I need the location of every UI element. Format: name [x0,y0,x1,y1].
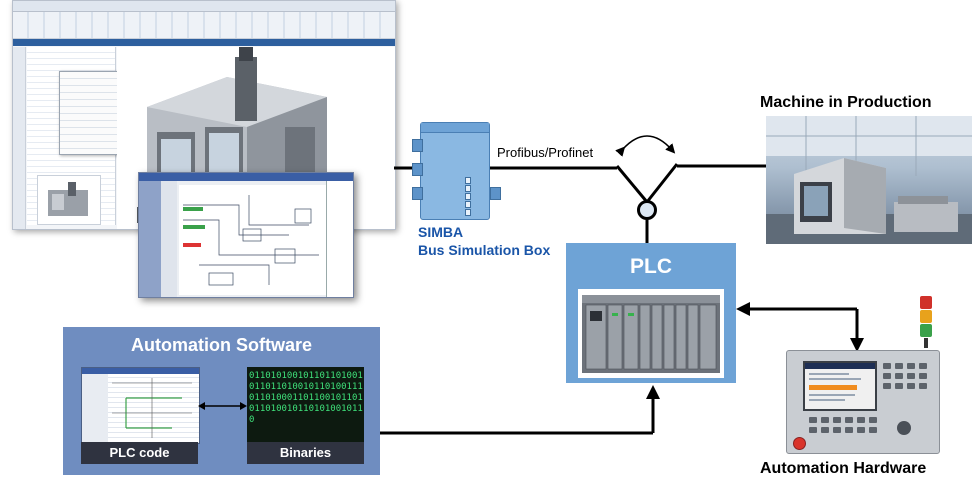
tower-pole [924,338,928,348]
green-lamp [920,324,932,337]
screen-row [809,378,861,380]
simba-box [412,122,501,220]
screen-highlight [809,385,857,390]
panel-key [821,427,829,433]
nx-context-menu [59,71,123,155]
simba-subtitle: Bus Simulation Box [418,242,551,258]
schematic-properties [326,181,353,297]
machine-thumbnail-icon [48,182,88,216]
simba-led [465,185,471,192]
operator-screen [803,361,877,411]
panel-key [845,417,853,423]
panel-key [919,363,927,369]
screen-row [809,373,849,375]
plc-code-editor [82,368,199,443]
binaries-digits: 0110101001011011010010110110100101101001… [249,371,363,425]
binaries-image: 0110101001011011010010110110100101101001… [247,367,364,442]
plc-label: PLC [630,255,672,278]
panel-key [869,417,877,423]
amber-lamp [920,310,932,323]
simba-led [465,177,471,184]
panel-key [809,427,817,433]
panel-key [919,383,927,389]
panel-key [857,417,865,423]
panel-key [845,427,853,433]
override-knob [897,421,911,435]
signal-tower [920,296,932,348]
switch-node [637,200,657,220]
nx-title-bar [13,1,395,12]
panel-key [857,427,865,433]
automation-software-title: Automation Software [130,335,312,355]
cnc-machine-icon [766,116,972,244]
simba-plug [412,187,423,200]
binaries-label: Binaries [247,442,364,464]
panel-key [919,373,927,379]
panel-key [869,427,877,433]
panel-key [907,373,915,379]
double-arrow-icon [198,402,247,410]
simba-title: SIMBA [418,224,464,240]
red-lamp [920,296,932,309]
panel-key [821,417,829,423]
screen-row [809,394,855,396]
operator-panel [786,350,940,454]
screen-header [805,363,875,369]
schematic-tree [161,181,177,297]
panel-key [883,363,891,369]
simba-box-top [421,123,489,133]
profibus-label: Profibus/Profinet [497,145,594,160]
panel-key [907,363,915,369]
schematic-screenshot [138,172,354,298]
simba-led [465,209,471,216]
emergency-stop-button [793,437,806,450]
machine-photo [766,116,972,244]
plc-rack-photo [578,289,724,378]
schematic-drawing [179,185,329,295]
simba-plug [490,187,501,200]
nx-ribbon [13,12,395,39]
machine-title: Machine in Production [760,94,932,111]
nx-resource-bar [13,47,26,229]
screen-row [809,399,845,401]
panel-key [833,417,841,423]
automation-hardware-title: Automation Hardware [760,460,927,477]
schematic-sidebar [139,181,161,297]
panel-key [883,373,891,379]
panel-key [895,363,903,369]
simba-led [465,193,471,200]
panel-key [833,427,841,433]
nx-preview-thumbnail [37,175,101,225]
simba-led [465,201,471,208]
panel-key [907,383,915,389]
schematic-title-bar [139,173,353,181]
simba-plug [412,163,423,176]
panel-key [809,417,817,423]
nx-tab-strip [13,39,395,46]
simba-plug [412,139,423,152]
plc-rack-icon [582,295,720,373]
panel-key [895,373,903,379]
panel-key [895,383,903,389]
panel-key [883,383,891,389]
plc-code-label: PLC code [81,442,198,464]
plc-code-screenshot [81,367,200,444]
